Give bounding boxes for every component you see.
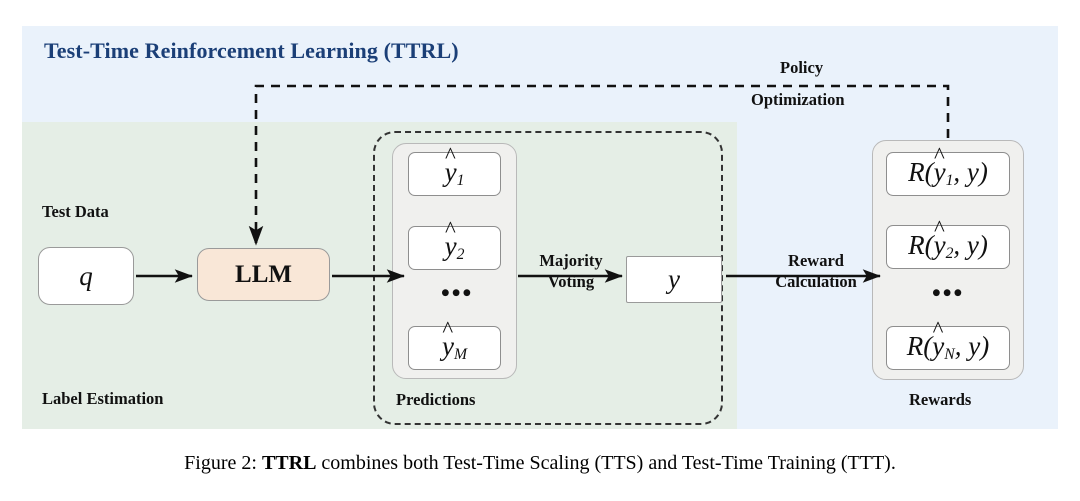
label-estimation-label: Label Estimation	[42, 389, 164, 408]
hat-accent: y	[445, 233, 457, 260]
reward-calculation-line-1: Reward	[788, 251, 844, 270]
reward-symbol-N: R(yN, y)	[907, 333, 989, 363]
hat-accent: y	[934, 232, 946, 259]
predictions-ellipsis: •••	[441, 280, 474, 307]
hat-accent: y	[932, 333, 944, 360]
policy-optimization-line-2: Optimization	[751, 90, 845, 109]
prediction-item: y1	[408, 152, 501, 196]
query-box: q	[38, 247, 134, 305]
reward-calculation-line-2: Calculation	[775, 272, 857, 292]
rewards-label: Rewards	[909, 390, 972, 409]
majority-voting-line-2: Voting	[547, 272, 595, 292]
reward-calculation-label: Reward Calculation	[764, 250, 868, 292]
majority-voting-label: Majority Voting	[523, 250, 619, 292]
reward-symbol-1: R(y1, y)	[908, 159, 988, 189]
caption-prefix: Figure 2:	[184, 452, 262, 474]
hat-accent: y	[445, 159, 457, 186]
voted-label-symbol: y	[668, 264, 680, 294]
test-data-label: Test Data	[42, 202, 109, 221]
reward-item: R(y1, y)	[886, 152, 1010, 196]
figure-title: Test-Time Reinforcement Learning (TTRL)	[44, 38, 459, 63]
llm-box: LLM	[197, 248, 330, 301]
predictions-label: Predictions	[396, 390, 476, 409]
figure-caption: Figure 2: TTRL combines both Test-Time S…	[0, 452, 1080, 475]
rewards-ellipsis: •••	[932, 280, 965, 307]
reward-item: R(yN, y)	[886, 326, 1010, 370]
hat-accent: y	[442, 333, 454, 360]
hat-accent: y	[934, 159, 946, 186]
caption-rest: combines both Test-Time Scaling (TTS) an…	[316, 452, 896, 474]
query-symbol: q	[79, 260, 93, 291]
llm-label: LLM	[235, 260, 292, 288]
voted-label-box: y	[626, 256, 722, 303]
reward-symbol-2: R(y2, y)	[908, 232, 988, 262]
majority-voting-line-1: Majority	[539, 251, 603, 270]
prediction-symbol-1: y1	[445, 159, 465, 189]
policy-optimization-line-1: Policy	[780, 58, 824, 77]
prediction-item: y2	[408, 226, 501, 270]
reward-item: R(y2, y)	[886, 225, 1010, 269]
prediction-symbol-2: y2	[445, 233, 465, 263]
prediction-symbol-M: yM	[442, 333, 467, 363]
prediction-item: yM	[408, 326, 501, 370]
caption-bold-term: TTRL	[261, 452, 317, 474]
